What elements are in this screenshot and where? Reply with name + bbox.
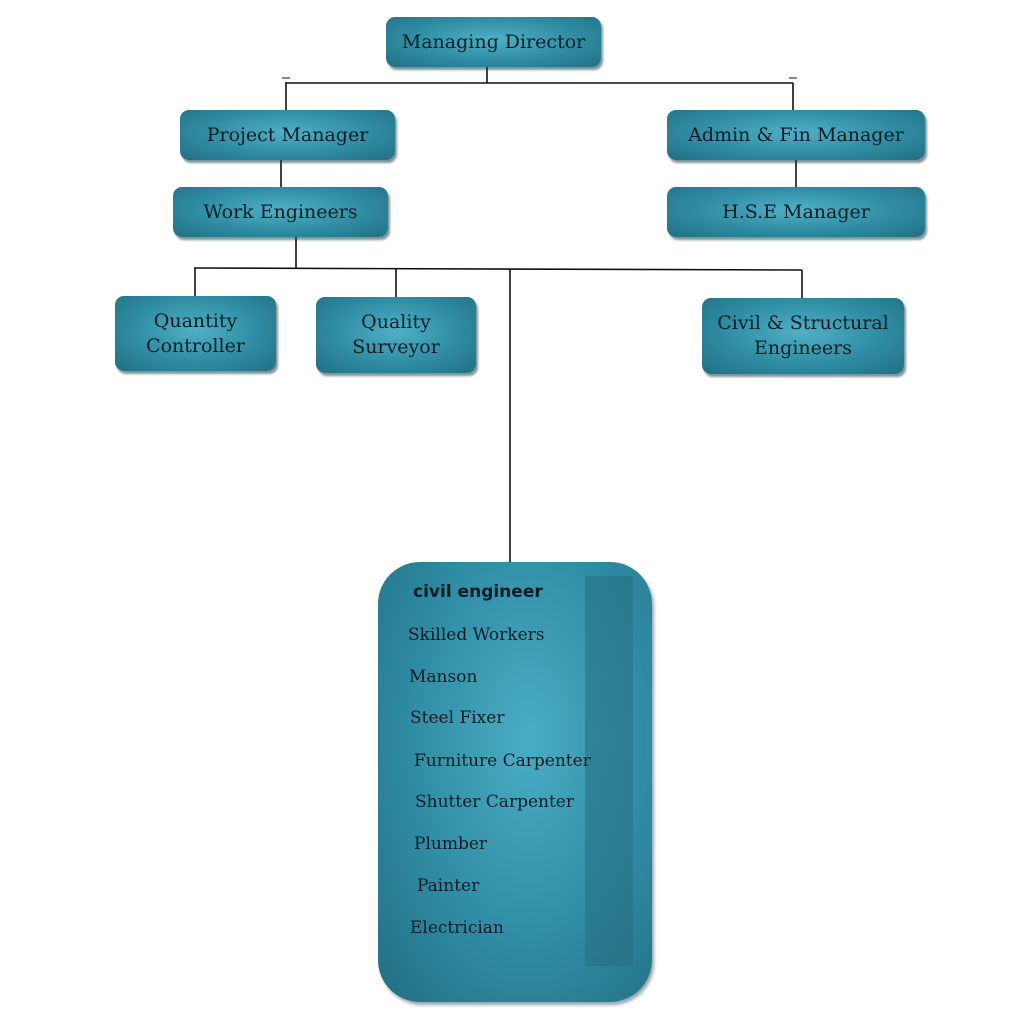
work-engineers-label: Work Engineers (203, 200, 358, 223)
panel-side-strip (585, 576, 633, 966)
crew-item-skilled-workers: Skilled Workers (408, 625, 545, 645)
crew-item-electrician: Electrician (410, 918, 504, 938)
hse-manager-box: H.S.E Manager (667, 187, 925, 237)
quantity-controller-box: Quantity Controller (115, 296, 276, 371)
quality-surveyor-line2: Surveyor (352, 336, 440, 358)
civil-structural-line1: Civil & Structural (717, 312, 889, 334)
civil-structural-line2: Engineers (754, 337, 852, 359)
crew-item-plumber: Plumber (414, 834, 488, 854)
crew-item-furniture-carpenter: Furniture Carpenter (414, 751, 591, 771)
quantity-controller-line1: Quantity (153, 309, 238, 332)
project-manager-label: Project Manager (206, 123, 369, 146)
connector-mid-bar (193, 267, 803, 271)
crew-item-steel-fixer: Steel Fixer (410, 708, 505, 728)
project-manager-box: Project Manager (180, 110, 395, 160)
quality-surveyor-line1: Quality (361, 311, 431, 333)
crew-item-manson: Manson (409, 667, 478, 687)
admin-fin-manager-label: Admin & Fin Manager (688, 123, 904, 146)
crew-item-painter: Painter (417, 876, 480, 896)
managing-director-box: Managing Director (386, 17, 601, 67)
civil-engineer-panel: civil engineer Skilled Workers Manson St… (378, 562, 652, 1002)
crew-item-shutter-carpenter: Shutter Carpenter (415, 792, 574, 812)
managing-director-label: Managing Director (401, 30, 586, 53)
quality-surveyor-box: Quality Surveyor (316, 297, 476, 373)
civil-structural-engineers-box: Civil & Structural Engineers (702, 298, 904, 374)
quantity-controller-line2: Controller (146, 334, 245, 357)
civil-engineer-heading: civil engineer (413, 582, 543, 602)
work-engineers-box: Work Engineers (173, 187, 388, 237)
admin-fin-manager-box: Admin & Fin Manager (667, 110, 925, 160)
hse-manager-label: H.S.E Manager (722, 200, 870, 223)
